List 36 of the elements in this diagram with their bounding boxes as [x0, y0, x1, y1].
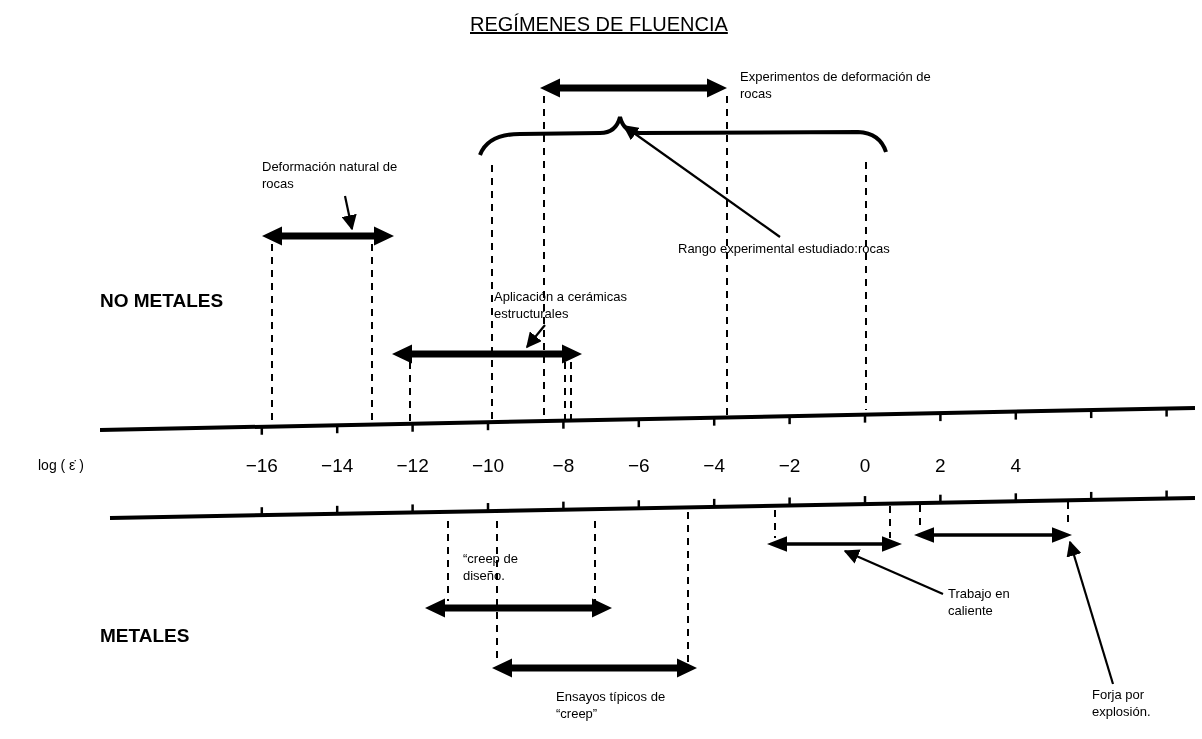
leader-line	[843, 549, 944, 595]
annotation-label: Forja por explosión.	[1092, 686, 1192, 720]
row-label: METALES	[100, 625, 190, 647]
curly-brace	[478, 115, 888, 156]
annotation-label: Trabajo en caliente	[948, 585, 1048, 619]
range-arrow	[262, 226, 394, 246]
leader-line	[526, 324, 546, 349]
tick-label: −2	[777, 455, 802, 477]
tick-label: −6	[626, 455, 651, 477]
range-caption: Experimentos de deformación de rocas	[740, 68, 932, 102]
tick-label: −10	[470, 455, 506, 477]
leader-line	[622, 125, 781, 238]
axis-label: log ( ε̇ )	[38, 456, 84, 475]
tick-label: 2	[934, 455, 947, 477]
range-arrow	[425, 598, 612, 618]
tick-label: −12	[395, 455, 430, 477]
annotation-label: Deformación natural de rocas	[262, 158, 412, 192]
tick-label: −14	[320, 455, 355, 477]
range-arrow	[914, 527, 1072, 543]
range-caption: “creep de diseño.	[463, 550, 519, 584]
range-arrow	[492, 658, 697, 678]
diagram-title: REGÍMENES DE FLUENCIA	[470, 12, 728, 36]
tick-label: −8	[551, 455, 576, 477]
tick-label: −4	[702, 455, 726, 477]
annotation-label: Aplicación a cerámicas estructurales	[494, 288, 654, 322]
row-label: NO METALES	[100, 290, 224, 312]
tick-label: −16	[244, 455, 279, 477]
leader-line	[341, 195, 357, 231]
range-arrow	[540, 78, 727, 98]
range-arrow	[767, 536, 902, 552]
annotation-label: Rango experimental estudiado:rocas	[678, 240, 978, 257]
tick-label: 4	[1009, 455, 1023, 477]
range-arrow	[392, 344, 582, 364]
range-caption: Ensayos típicos de “creep”	[556, 688, 667, 722]
tick-label: 0	[858, 455, 872, 477]
leader-line	[1066, 540, 1115, 685]
